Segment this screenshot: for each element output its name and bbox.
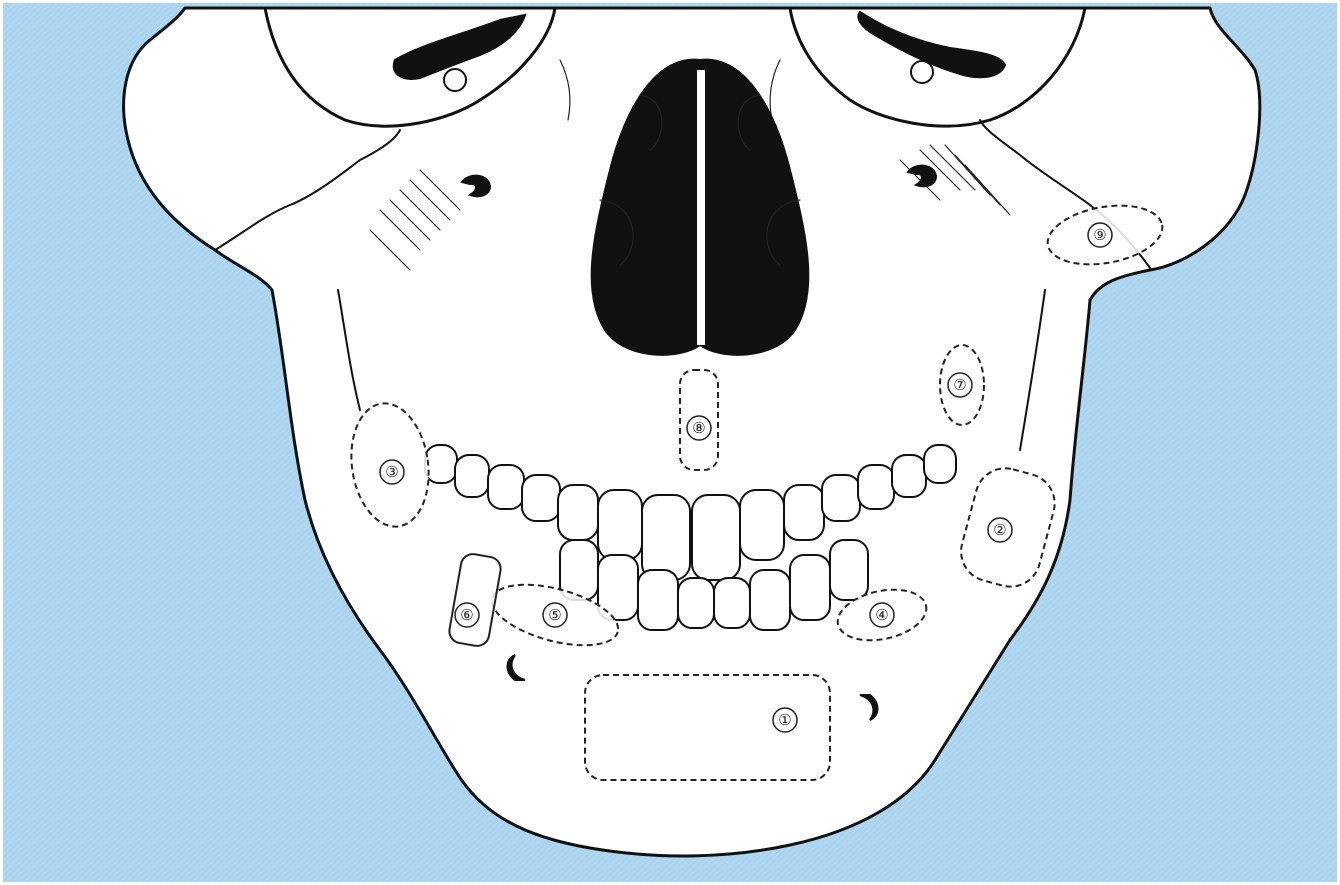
site-label-1: ① — [778, 711, 791, 729]
site-7: ⑦ — [940, 345, 984, 425]
site-8: ⑧ — [680, 370, 718, 470]
site-label-6: ⑥ — [460, 606, 473, 624]
site-label-9: ⑨ — [1093, 226, 1106, 244]
site-1: ① — [585, 675, 830, 780]
site-label-7: ⑦ — [953, 376, 966, 394]
site-label-8: ⑧ — [692, 419, 705, 437]
site-label-5: ⑤ — [548, 606, 561, 624]
site-label-4: ④ — [875, 606, 888, 624]
site-label-2: ② — [993, 521, 1006, 539]
site-label-3: ③ — [385, 463, 398, 481]
